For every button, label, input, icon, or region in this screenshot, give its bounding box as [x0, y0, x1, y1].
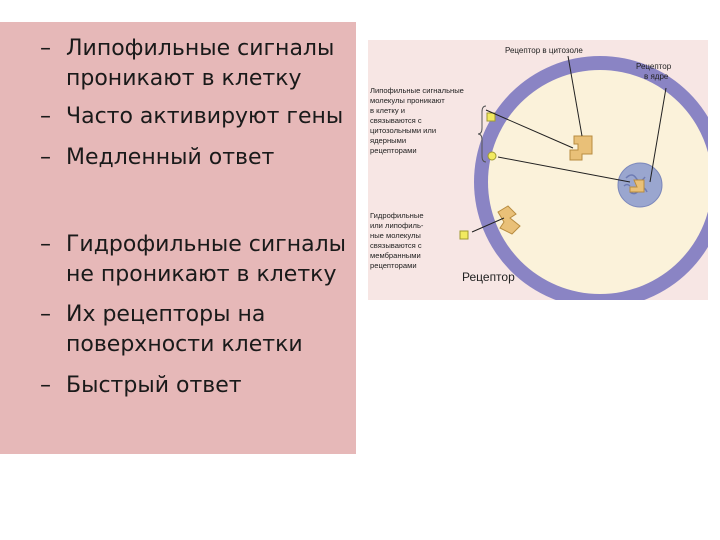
label-cytosol-receptor: Рецептор в цитозоле [505, 46, 583, 55]
label-hydrophilic: Гидрофильные или липофиль- ные молекулы … [370, 211, 426, 270]
label-line: цитозольными или [370, 126, 436, 135]
label-line: Гидрофильные [370, 211, 424, 220]
bullet-text-line: Гидрофильные сигналы [66, 232, 347, 257]
label-line: мембранными [370, 251, 421, 260]
left-panel: – Липофильные сигналы проникают в клетку… [0, 22, 356, 454]
label-receptor: Рецептор [462, 270, 515, 284]
pointer-cytosol-receptor [567, 55, 583, 137]
cytoplasm [488, 70, 708, 294]
label-line: Липофильные сигнальные [370, 86, 464, 95]
lipophilic-ligand-round [487, 151, 497, 161]
label-line: ные молекулы [370, 231, 421, 240]
bullet-text-line: поверхности клетки [66, 332, 303, 357]
bullet-dash: – [40, 36, 51, 61]
bullet-dash: – [40, 232, 51, 257]
pointer-nuclear-receptor [649, 87, 667, 183]
lipophilic-ligand [486, 112, 496, 122]
label-line: ядерными [370, 136, 406, 145]
label-line: рецепторами [370, 146, 417, 155]
cytosolic-receptor [569, 135, 593, 161]
bullet-dash: – [40, 373, 51, 398]
label-line: рецепторами [370, 261, 417, 270]
membrane-receptor [497, 205, 521, 235]
pointer-lipophilic-1 [485, 109, 574, 149]
label-line: молекулы проникают [370, 96, 445, 105]
hydrophilic-ligand [459, 230, 469, 240]
bullet-text-line: Быстрый ответ [66, 373, 242, 398]
bullet-text-line: проникают в клетку [66, 66, 302, 91]
label-line: в ядре [644, 72, 669, 81]
label-line: связываются с [370, 241, 422, 250]
label-line: связываются с [370, 116, 422, 125]
bullet-dash: – [40, 145, 51, 170]
bullet-text-line: Липофильные сигналы [66, 36, 335, 61]
label-line: Рецептор [636, 62, 672, 71]
lipophilic-bracket [477, 105, 487, 163]
pointer-hydrophilic [471, 217, 505, 233]
label-lipophilic: Липофильные сигнальные молекулы проникаю… [370, 86, 466, 155]
label-line: или липофиль- [370, 221, 424, 230]
pointer-lipophilic-2 [497, 156, 631, 183]
bullet-dash: – [40, 104, 51, 129]
cell-signaling-diagram: Рецептор в цитозоле Рецептор в ядре Липо… [368, 40, 708, 300]
label-nuclear-receptor: Рецептор в ядре [636, 62, 673, 81]
bullet-text-line: Медленный ответ [66, 145, 275, 170]
bullet-text-line: не проникают в клетку [66, 262, 337, 287]
bullet-text-line: Часто активируют гены [66, 104, 344, 129]
label-line: в клетку и [370, 106, 405, 115]
bullet-text-line: Их рецепторы на [66, 302, 266, 327]
nuclear-receptor [629, 179, 645, 193]
bullet-dash: – [40, 302, 51, 327]
